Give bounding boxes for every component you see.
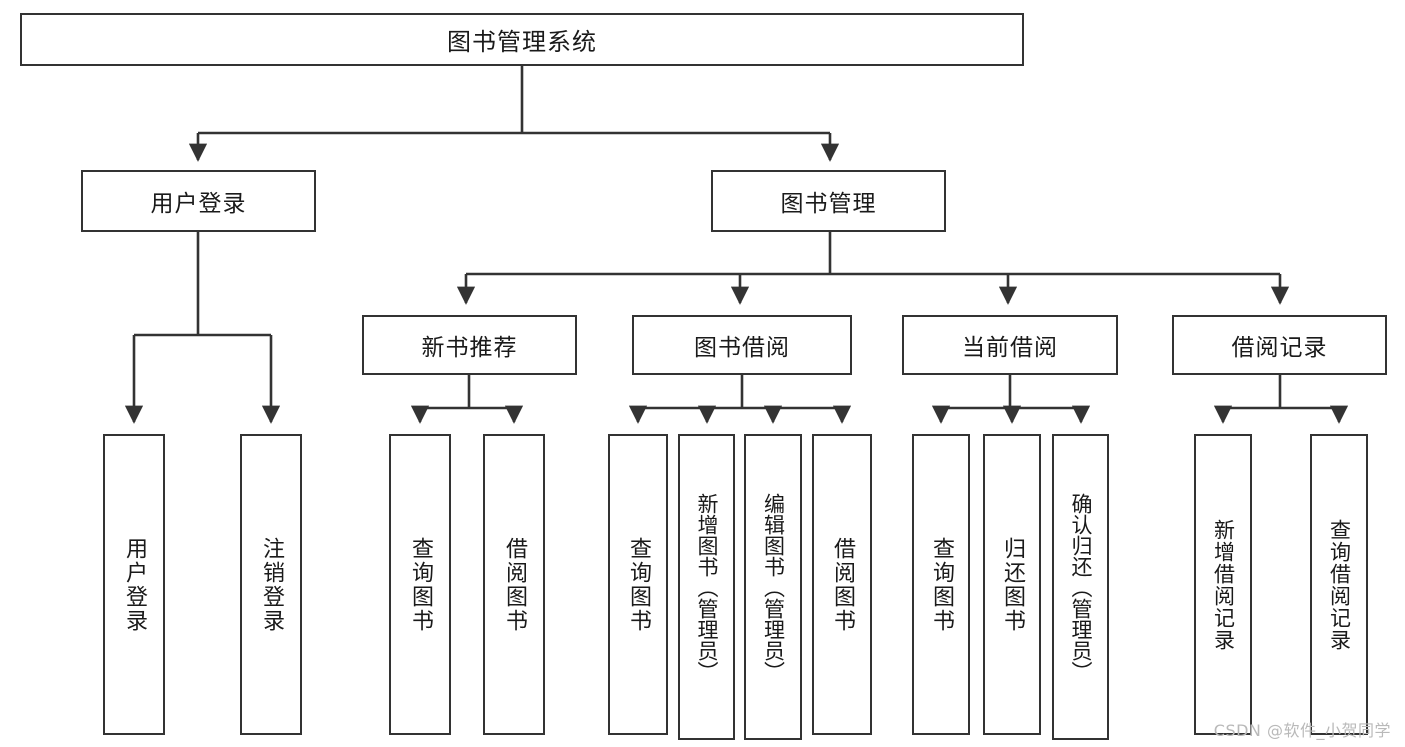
node-current-borrow-label: 当前借阅 — [962, 335, 1058, 361]
node-leaf-query-book-1[interactable]: 查询图书 — [389, 434, 451, 735]
node-leaf-query-book-2[interactable]: 查询图书 — [608, 434, 668, 735]
node-leaf-add-borrow-record[interactable]: 新增借阅记录 — [1194, 434, 1252, 735]
node-leaf-user-login-label: 用户登录 — [122, 536, 147, 633]
node-leaf-query-book-1-label: 查询图书 — [408, 536, 433, 633]
node-user-login-label: 用户登录 — [150, 191, 247, 217]
node-new-book-recommend-label: 新书推荐 — [421, 335, 518, 361]
node-leaf-return-book-label: 归还图书 — [1000, 536, 1025, 633]
node-leaf-user-logout-label: 注销登录 — [259, 536, 284, 633]
node-borrow-record-label: 借阅记录 — [1231, 335, 1328, 361]
node-leaf-add-book-label: 新增图书（管理员） — [695, 492, 719, 682]
node-root-system[interactable]: 图书管理系统 — [20, 13, 1024, 66]
node-leaf-query-book-2-label: 查询图书 — [626, 536, 651, 633]
node-book-management-label: 图书管理 — [780, 191, 877, 217]
node-leaf-query-book-3-label: 查询图书 — [929, 536, 954, 633]
node-leaf-edit-book[interactable]: 编辑图书（管理员） — [744, 434, 802, 740]
node-leaf-add-book[interactable]: 新增图书（管理员） — [678, 434, 735, 740]
node-user-login[interactable]: 用户登录 — [81, 170, 316, 232]
node-root-system-label: 图书管理系统 — [447, 28, 597, 56]
node-leaf-borrow-book-1-label: 借阅图书 — [502, 536, 527, 633]
node-leaf-borrow-book-1[interactable]: 借阅图书 — [483, 434, 545, 735]
node-leaf-borrow-book-2-label: 借阅图书 — [830, 536, 855, 633]
node-leaf-query-borrow-record-label: 查询借阅记录 — [1327, 518, 1352, 651]
node-leaf-user-logout[interactable]: 注销登录 — [240, 434, 302, 735]
node-leaf-user-login[interactable]: 用户登录 — [103, 434, 165, 735]
node-leaf-return-book[interactable]: 归还图书 — [983, 434, 1041, 735]
node-leaf-edit-book-label: 编辑图书（管理员） — [761, 492, 786, 682]
node-book-management[interactable]: 图书管理 — [711, 170, 946, 232]
node-book-borrow-label: 图书借阅 — [694, 335, 790, 361]
node-leaf-query-book-3[interactable]: 查询图书 — [912, 434, 970, 735]
node-leaf-confirm-return[interactable]: 确认归还（管理员） — [1052, 434, 1109, 740]
node-borrow-record[interactable]: 借阅记录 — [1172, 315, 1387, 375]
node-leaf-query-borrow-record[interactable]: 查询借阅记录 — [1310, 434, 1368, 735]
node-book-borrow[interactable]: 图书借阅 — [632, 315, 852, 375]
csdn-watermark: CSDN @软件_小贺同学 — [1213, 721, 1391, 740]
node-new-book-recommend[interactable]: 新书推荐 — [362, 315, 577, 375]
node-leaf-confirm-return-label: 确认归还（管理员） — [1069, 492, 1093, 682]
node-current-borrow[interactable]: 当前借阅 — [902, 315, 1118, 375]
node-leaf-add-borrow-record-label: 新增借阅记录 — [1211, 518, 1236, 651]
node-leaf-borrow-book-2[interactable]: 借阅图书 — [812, 434, 872, 735]
